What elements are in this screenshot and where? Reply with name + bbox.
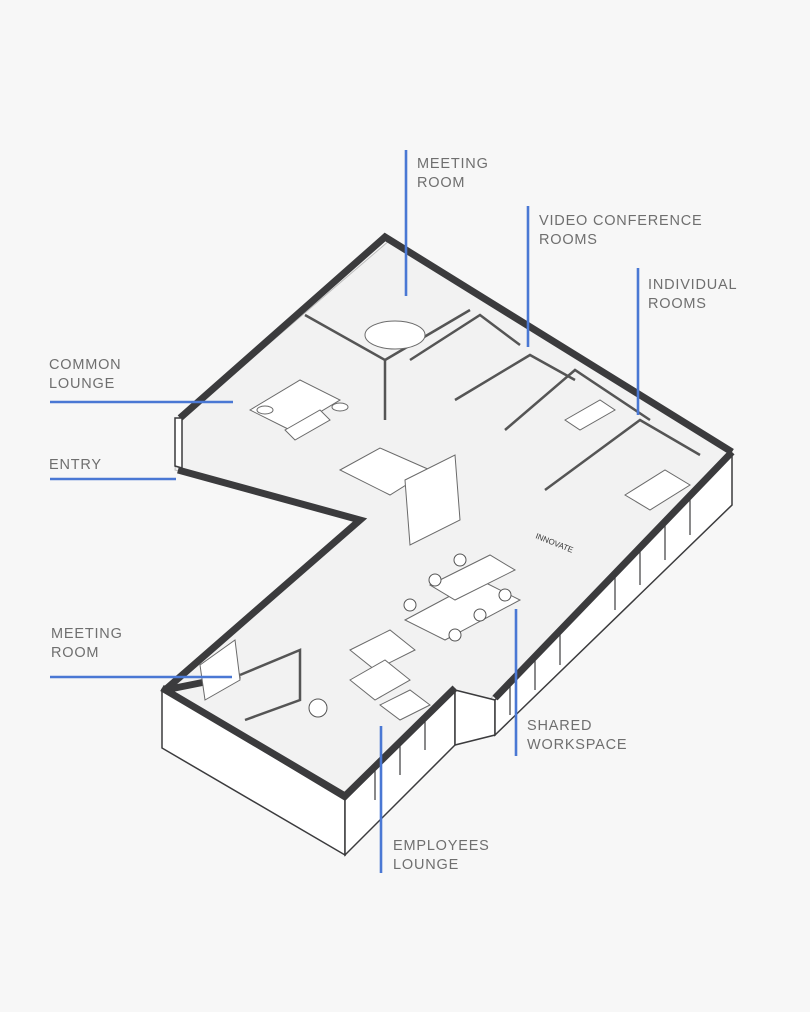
- label-line-1: SHARED: [527, 718, 593, 734]
- label-line-1: MEETING: [51, 626, 123, 642]
- interior-partitions: [239, 308, 701, 722]
- label-line-2: ROOM: [51, 645, 100, 661]
- label-video-conference: VIDEO CONFERENCE ROOMS: [539, 212, 702, 250]
- label-line-1: COMMON: [49, 357, 122, 373]
- label-meeting-room-left: MEETING ROOM: [51, 625, 123, 663]
- label-meeting-room-top: MEETING ROOM: [417, 155, 489, 193]
- label-line-1: INDIVIDUAL: [648, 277, 738, 293]
- label-individual-rooms: INDIVIDUAL ROOMS: [648, 276, 737, 314]
- label-line-2: WORKSPACE: [527, 737, 628, 753]
- label-line-1: MEETING: [417, 156, 489, 172]
- room-furniture: [199, 320, 691, 721]
- label-common-lounge: COMMON LOUNGE: [49, 356, 121, 394]
- label-shared-workspace: SHARED WORKSPACE: [527, 717, 627, 755]
- label-line-2: ROOMS: [648, 296, 707, 312]
- label-line-2: LOUNGE: [49, 376, 116, 392]
- label-line-1: EMPLOYEES: [393, 838, 490, 854]
- label-employees-lounge: EMPLOYEES LOUNGE: [393, 837, 490, 875]
- label-line-2: ROOM: [417, 175, 466, 191]
- label-line-2: ROOMS: [539, 232, 598, 248]
- desk-chairs: [308, 553, 512, 718]
- label-line-1: VIDEO CONFERENCE: [539, 213, 703, 229]
- facade-windows: [374, 500, 691, 800]
- callout-lines: [50, 150, 640, 873]
- label-entry: ENTRY: [49, 456, 102, 475]
- label-line-1: ENTRY: [49, 457, 102, 473]
- label-line-2: LOUNGE: [393, 857, 460, 873]
